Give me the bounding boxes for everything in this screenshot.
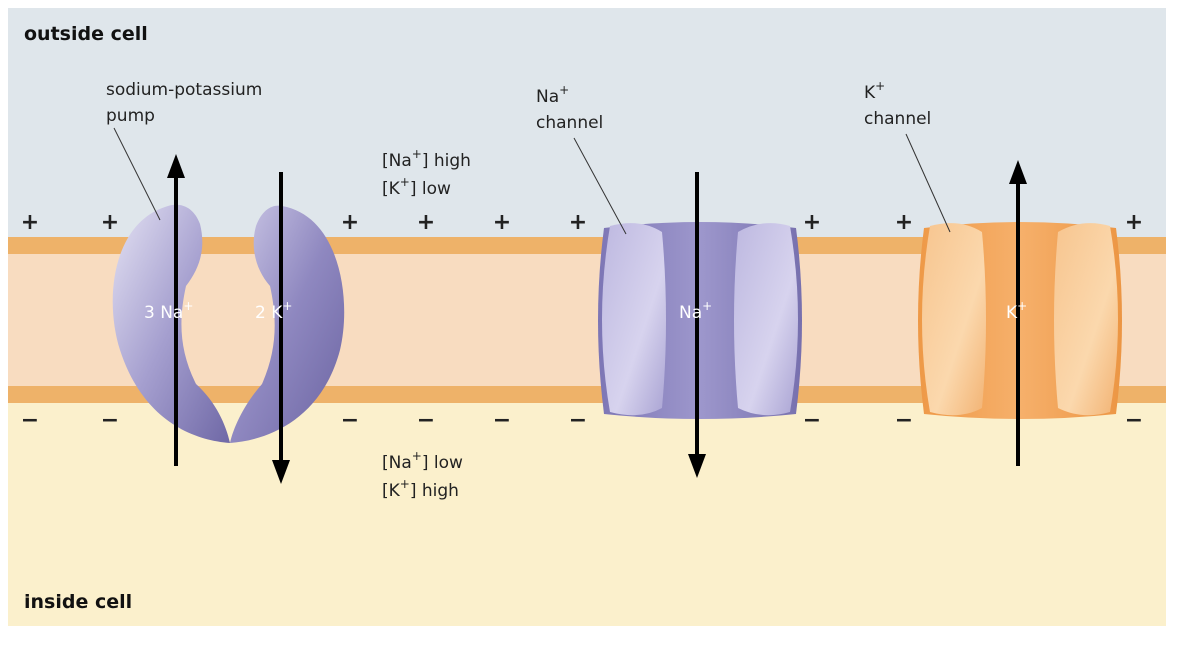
positive-charge: + <box>569 210 587 235</box>
positive-charge: + <box>803 210 821 235</box>
pump-na-label: 3 Na+ <box>144 299 193 323</box>
sodium-potassium-pump <box>112 204 345 443</box>
na-channel-right-subunit <box>734 223 798 416</box>
outside-region <box>8 8 1166 240</box>
negative-charges: − − − − − − − − − <box>21 408 1143 433</box>
negative-charge: − <box>895 408 913 433</box>
inside-cell-label: inside cell <box>24 591 132 613</box>
negative-charge: − <box>341 408 359 433</box>
positive-charge: + <box>101 210 119 235</box>
k-channel-leader-line <box>905 133 951 233</box>
inside-na-concentration: [Na+] low <box>382 449 463 473</box>
pump-label-line2: pump <box>106 106 155 126</box>
negative-charge: − <box>493 408 511 433</box>
na-channel-label-word: channel <box>536 113 603 133</box>
negative-charge: − <box>569 408 587 433</box>
na-channel-left-subunit <box>602 223 666 416</box>
positive-charge: + <box>1125 210 1143 235</box>
positive-charges: + + + + + + + + + <box>21 210 1143 235</box>
k-channel-right-subunit <box>1054 223 1118 416</box>
pump-leader-line <box>113 127 161 221</box>
outside-na-concentration: [Na+] high <box>382 147 471 171</box>
na-channel-arrowhead <box>688 454 706 478</box>
na-channel-leader-line <box>573 137 627 235</box>
negative-charge: − <box>417 408 435 433</box>
k-channel-left-subunit <box>922 223 986 416</box>
inside-k-concentration: [K+] high <box>382 477 459 501</box>
pump-k-arrowhead <box>272 460 290 484</box>
k-channel-arrowhead <box>1009 160 1027 184</box>
na-channel <box>598 222 802 419</box>
negative-charge: − <box>101 408 119 433</box>
na-channel-label-ion: Na+ <box>536 83 569 107</box>
positive-charge: + <box>417 210 435 235</box>
pump-k-label: 2 K+ <box>255 299 292 323</box>
negative-charge: − <box>803 408 821 433</box>
pump-label-line1: sodium-potassium <box>106 80 262 100</box>
pump-right-subunit <box>230 205 345 443</box>
k-channel-label-word: channel <box>864 109 931 129</box>
pump-na-arrowhead <box>167 154 185 178</box>
positive-charge: + <box>493 210 511 235</box>
na-channel-inner-label: Na+ <box>679 299 712 323</box>
outside-k-concentration: [K+] low <box>382 175 451 199</box>
negative-charge: − <box>1125 408 1143 433</box>
positive-charge: + <box>21 210 39 235</box>
inside-region <box>8 400 1166 626</box>
outside-cell-label: outside cell <box>24 23 148 45</box>
positive-charge: + <box>341 210 359 235</box>
positive-charge: + <box>895 210 913 235</box>
k-channel-label-ion: K+ <box>864 79 885 103</box>
k-channel-inner-label: K+ <box>1006 299 1027 323</box>
pump-left-subunit <box>112 204 230 443</box>
negative-charge: − <box>21 408 39 433</box>
